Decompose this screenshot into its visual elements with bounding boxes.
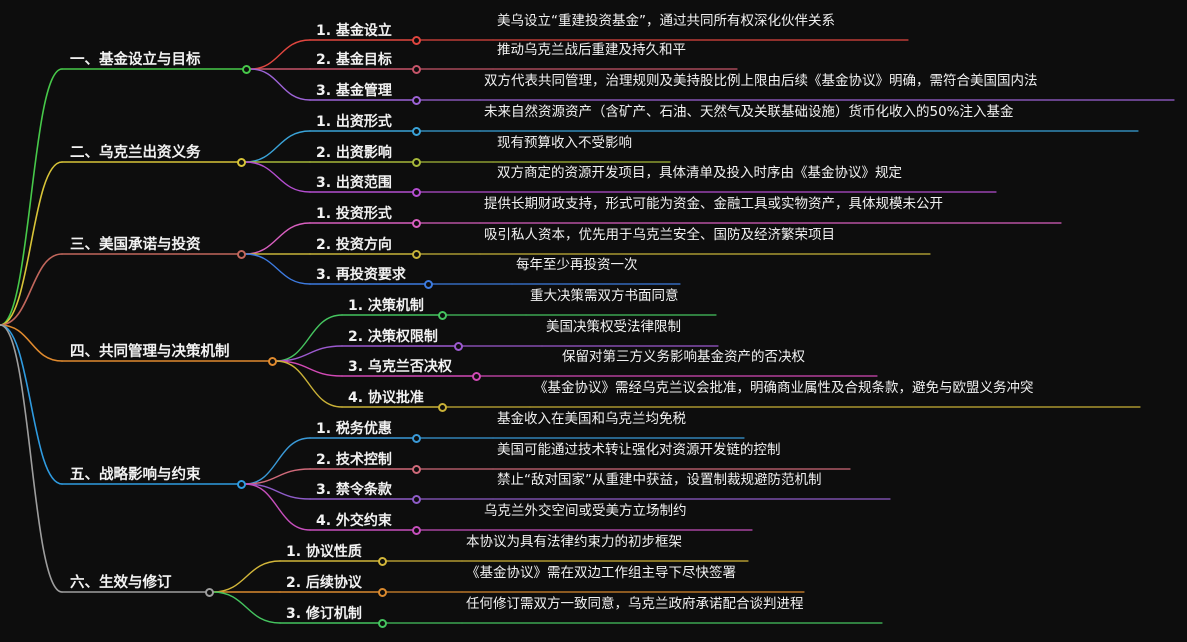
subtopic-label: 1. 基金设立 [316,23,392,39]
subtopic-toggle[interactable] [411,157,421,167]
subtopic-connector [244,483,311,531]
subtopic-toggle[interactable] [411,433,421,443]
section-connector [0,161,63,326]
section-connector [0,324,63,485]
subtopic-toggle[interactable] [411,64,421,74]
subtopic-connector [212,560,281,593]
section-label: 六、生效与修订 [70,575,172,591]
subtopic-label: 4. 外交约束 [316,513,392,529]
description-text: 美国决策权受法律限制 [546,319,681,335]
description-text: 保留对第三方义务影响基金资产的否决权 [562,349,805,365]
subtopic-toggle[interactable] [423,279,433,289]
subtopic-label: 1. 协议性质 [286,544,362,560]
subtopic-connector [275,314,343,362]
section-toggle[interactable] [267,356,277,366]
section-toggle[interactable] [204,587,214,597]
description-text: 推动乌克兰战后重建及持久和平 [497,42,686,58]
subtopic-connector [244,161,311,193]
description-text: 现有预算收入不受影响 [497,135,632,151]
subtopic-connector [249,68,311,101]
subtopic-toggle[interactable] [437,402,447,412]
subtopic-toggle[interactable] [411,249,421,259]
subtopic-connector [244,222,311,255]
section-connector [0,253,63,326]
subtopic-connector [275,360,343,408]
subtopic-label: 2. 基金目标 [316,52,392,68]
section-label: 一、基金设立与目标 [70,52,201,68]
subtopic-toggle[interactable] [437,310,447,320]
section-label: 二、乌克兰出资义务 [70,145,201,161]
description-text: 未来自然资源资产（含矿产、石油、天然气及关联基础设施）货币化收入的50%注入基金 [484,104,1014,120]
description-text: 《基金协议》需经乌克兰议会批准，明确商业属性及合规条款，避免与欧盟义务冲突 [534,380,1034,396]
subtopic-toggle[interactable] [453,341,463,351]
subtopic-connector [212,591,281,624]
description-text: 基金收入在美国和乌克兰均免税 [497,411,686,427]
subtopic-connector [244,468,311,485]
subtopic-label: 2. 决策权限制 [348,329,438,345]
section-toggle[interactable] [241,64,251,74]
description-text: 每年至少再投资一次 [516,257,638,273]
description-text: 《基金协议》需在双边工作组主导下尽快签署 [466,565,736,581]
description-text: 美国可能通过技术转让强化对资源开发链的控制 [497,442,781,458]
description-text: 重大决策需双方书面同意 [530,288,679,304]
section-toggle[interactable] [236,479,246,489]
description-text: 禁止“敌对国家”从重建中获益，设置制裁规避防范机制 [497,472,822,488]
section-connector [0,324,63,593]
subtopic-label: 1. 税务优惠 [316,421,392,437]
subtopic-toggle[interactable] [411,494,421,504]
section-connector [0,68,63,326]
subtopic-label: 2. 技术控制 [316,452,392,468]
subtopic-toggle[interactable] [411,35,421,45]
section-label: 四、共同管理与决策机制 [70,344,230,360]
description-text: 提供长期财政支持，形式可能为资金、金融工具或实物资产，具体规模未公开 [484,196,943,212]
section-toggle[interactable] [236,157,246,167]
subtopic-label: 2. 出资影响 [316,145,392,161]
section-toggle[interactable] [236,249,246,259]
subtopic-label: 2. 投资方向 [316,237,392,253]
description-text: 双方代表共同管理，治理规则及美持股比例上限由后续《基金协议》明确，需符合美国国内… [484,73,1038,89]
subtopic-label: 2. 后续协议 [286,575,362,591]
description-text: 吸引私人资本，优先用于乌克兰安全、国防及经济繁荣项目 [484,227,835,243]
section-label: 三、美国承诺与投资 [70,237,201,253]
description-text: 双方商定的资源开发项目，具体清单及投入时序由《基金协议》规定 [497,165,902,181]
subtopic-label: 3. 禁令条款 [316,482,392,498]
section-label: 五、战略影响与约束 [70,467,201,483]
description-text: 乌克兰外交空间或受美方立场制约 [484,503,687,519]
subtopic-toggle[interactable] [377,587,387,597]
subtopic-label: 3. 再投资要求 [316,267,406,283]
subtopic-label: 1. 投资形式 [316,206,392,222]
description-text: 本协议为具有法律约束力的初步框架 [466,534,682,550]
subtopic-connector [244,130,311,163]
subtopic-label: 1. 决策机制 [348,298,424,314]
subtopic-toggle[interactable] [411,464,421,474]
subtopic-toggle[interactable] [411,218,421,228]
subtopic-toggle[interactable] [411,525,421,535]
subtopic-connector [244,437,311,485]
subtopic-label: 3. 修订机制 [286,606,362,622]
subtopic-toggle[interactable] [377,618,387,628]
subtopic-toggle[interactable] [411,187,421,197]
subtopic-toggle[interactable] [411,126,421,136]
subtopic-label: 3. 乌克兰否决权 [348,359,452,375]
description-text: 美乌设立“重建投资基金”，通过共同所有权深化伙伴关系 [497,13,835,29]
subtopic-toggle[interactable] [377,556,387,566]
subtopic-label: 3. 基金管理 [316,83,392,99]
section-connector [0,324,63,362]
subtopic-connector [249,39,311,70]
subtopic-connector [244,253,311,285]
subtopic-label: 3. 出资范围 [316,175,392,191]
subtopic-toggle[interactable] [471,371,481,381]
description-text: 任何修订需双方一致同意，乌克兰政府承诺配合谈判进程 [466,596,804,612]
subtopic-label: 4. 协议批准 [348,390,424,406]
subtopic-toggle[interactable] [411,95,421,105]
subtopic-label: 1. 出资形式 [316,114,392,130]
subtopic-connector [275,345,343,362]
